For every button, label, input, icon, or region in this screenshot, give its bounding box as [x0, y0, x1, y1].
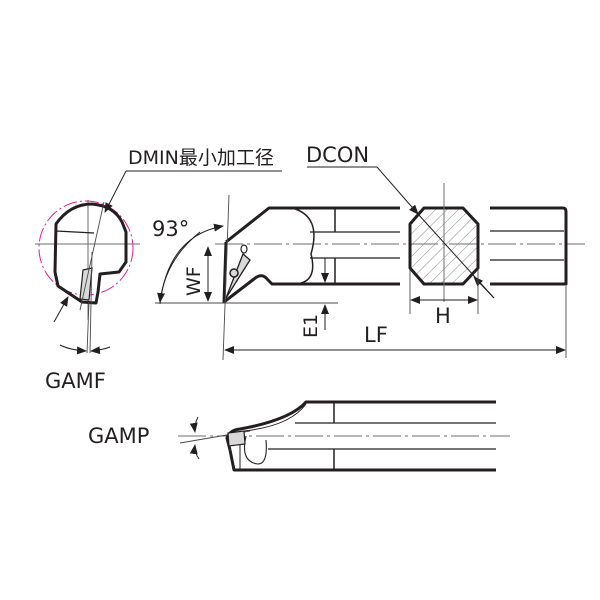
- gamf-reference-line: [89, 251, 93, 354]
- side-lower-edge: [228, 449, 496, 472]
- gamf-arrow-left: [59, 344, 87, 355]
- insert-screw-icon: [229, 268, 239, 278]
- side-upper-edge: [225, 400, 496, 451]
- dmin-leader: [104, 170, 127, 213]
- dcon-leader: [376, 166, 419, 215]
- shank-end: [490, 206, 568, 286]
- top-neck-curve: [291, 207, 315, 285]
- angle-label: 93°: [152, 217, 190, 241]
- angle-arc-lower: [157, 231, 201, 303]
- gamp-arrow-upper: [189, 416, 199, 433]
- lf-label: LF: [364, 323, 388, 347]
- gamf-reference-line-2: [86, 301, 90, 354]
- section-view: [307, 166, 495, 314]
- side-chip-flute: [243, 403, 307, 432]
- side-clamp-recess: [243, 435, 267, 465]
- gamf-label: GAMF: [45, 369, 106, 393]
- side-insert: [227, 430, 246, 447]
- dcon-label: DCON: [306, 143, 370, 167]
- dmin-leader-lower: [53, 296, 69, 323]
- wf-label: WF: [183, 266, 205, 296]
- e1-label: E1: [300, 313, 322, 338]
- dmin-label: DMIN最小加工径: [128, 147, 274, 169]
- side-view: [178, 400, 510, 472]
- insert-clamp: [240, 244, 248, 254]
- top-bar-upper-edge: [225, 206, 400, 244]
- gamp-label: GAMP: [88, 424, 150, 448]
- h-label: H: [435, 304, 451, 328]
- front-chipbreaker-line: [55, 230, 95, 234]
- top-bar-lower-edge: [222, 241, 400, 304]
- gamf-arrow-right: [90, 346, 111, 355]
- front-view: [35, 170, 282, 355]
- angle-reference-line: [222, 194, 230, 361]
- dcon-leader-lower: [473, 276, 495, 299]
- gamp-arrow-lower: [189, 444, 200, 460]
- top-view: [155, 194, 585, 361]
